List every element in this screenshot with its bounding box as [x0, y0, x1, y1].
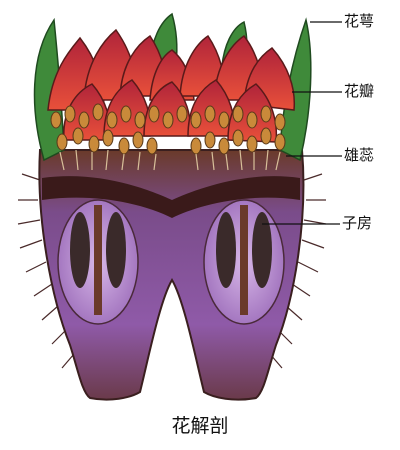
leader-lines: [262, 21, 342, 225]
ovules: [70, 205, 272, 315]
label-ovary: 子房: [342, 214, 373, 232]
label-petal: 花瓣: [344, 82, 375, 100]
receptacle-band: [42, 176, 300, 218]
label-stamen: 雄蕊: [344, 146, 375, 164]
stamen-filaments: [59, 149, 281, 171]
petals: [47, 28, 296, 143]
label-sepal: 花萼: [344, 12, 375, 30]
figure-caption: 花解剖: [171, 415, 229, 437]
